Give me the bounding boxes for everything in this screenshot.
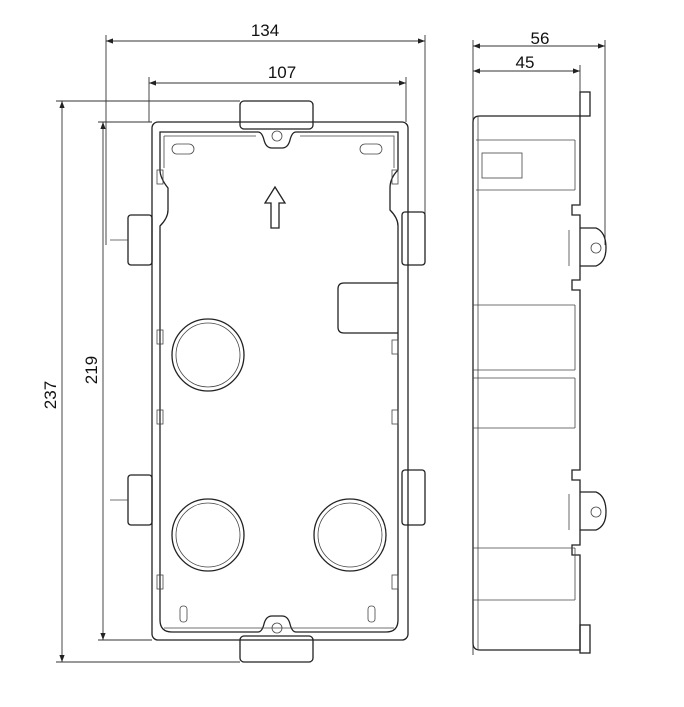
dimension-107: 107 — [148, 63, 407, 122]
dimension-134: 134 — [105, 21, 426, 245]
knockout-hole — [171, 318, 245, 392]
slot — [359, 143, 383, 155]
slot — [171, 143, 195, 155]
screw-hole-bottom — [271, 622, 283, 634]
side-lug — [580, 227, 607, 267]
dimension-45: 45 — [473, 53, 581, 110]
side-top-tab — [579, 91, 591, 117]
top-tab — [239, 100, 314, 130]
front-view — [110, 100, 426, 663]
side-bottom-tab — [579, 624, 591, 654]
dimension-56: 56 — [472, 29, 606, 655]
dimension-label-56: 56 — [531, 29, 550, 48]
side-lug — [580, 491, 607, 531]
box-outline — [151, 121, 409, 641]
knockout-hole — [171, 498, 245, 572]
knockout-hole — [313, 498, 387, 572]
side-view — [472, 91, 607, 654]
dimension-label-134: 134 — [251, 21, 279, 40]
side-clamps — [110, 211, 426, 526]
dimension-label-237: 237 — [41, 381, 60, 409]
inner-wall — [159, 131, 399, 633]
slot — [179, 605, 188, 623]
up-arrow-icon — [263, 185, 287, 229]
screw-hole-top — [271, 130, 283, 142]
side-outline — [472, 115, 581, 651]
side-notch — [337, 282, 398, 334]
dimension-label-219: 219 — [82, 356, 101, 384]
bottom-tab — [239, 635, 314, 663]
slot — [367, 605, 376, 623]
dimension-label-107: 107 — [268, 63, 296, 82]
dimension-237: 237 — [41, 100, 240, 663]
dimension-219: 219 — [82, 121, 152, 641]
dimension-label-45: 45 — [516, 53, 535, 72]
